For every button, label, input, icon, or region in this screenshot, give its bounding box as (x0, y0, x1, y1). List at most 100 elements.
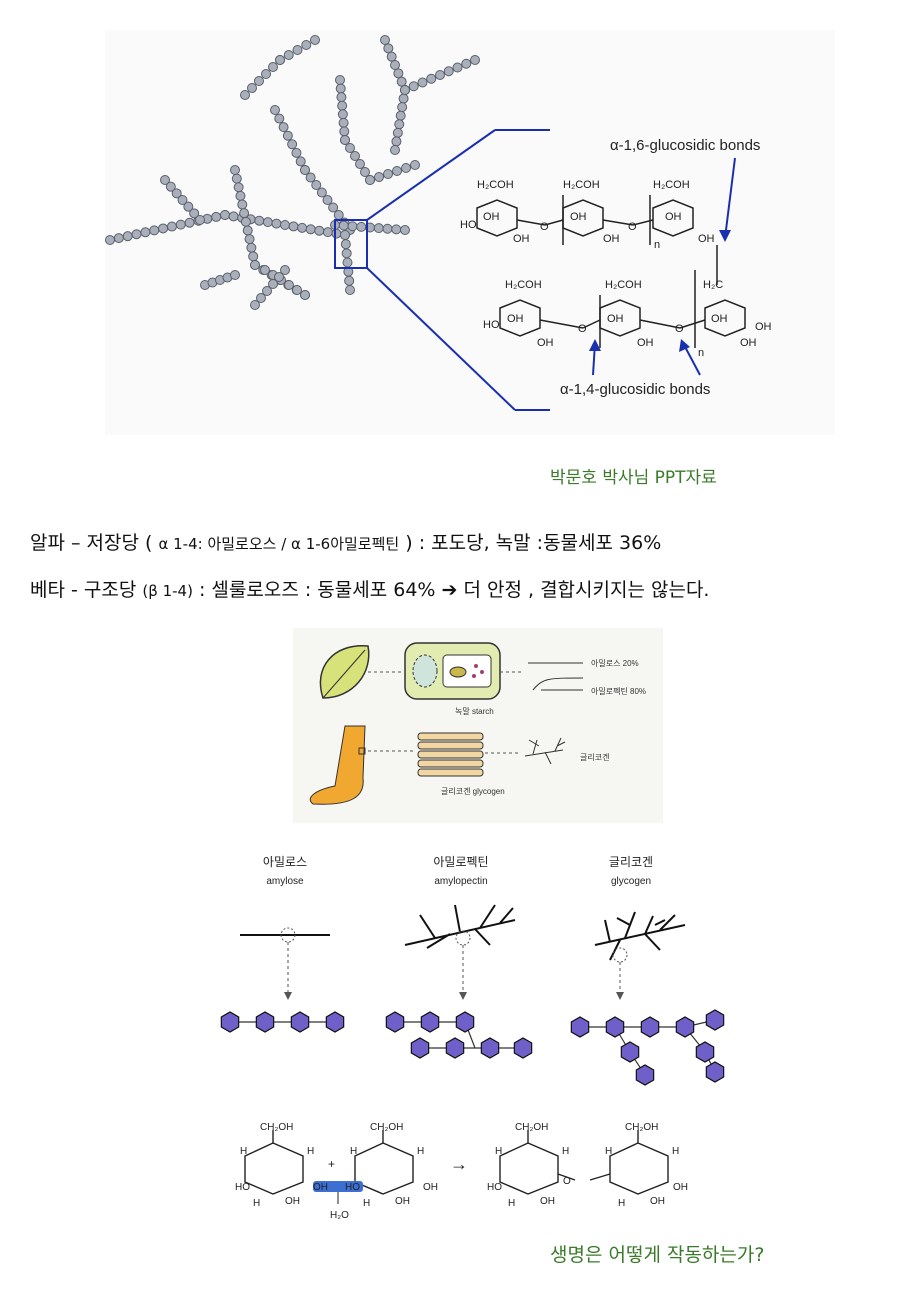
glucose-bead (283, 50, 294, 60)
glucose-bead (295, 156, 306, 167)
glucose-hexagon (570, 1016, 590, 1038)
glucose-hexagon-rows (220, 1009, 725, 1086)
glucose-bead (254, 76, 264, 86)
glucose-bead (231, 173, 242, 184)
glucose-hexagon (255, 1011, 275, 1033)
glucose-bead (297, 222, 308, 233)
h-label: H (672, 1146, 679, 1157)
footer-caption: 생명은 어떻게 작동하는가? (550, 1244, 765, 1266)
glucose-bead (410, 160, 420, 170)
glucose-hexagon (513, 1037, 533, 1059)
o-label: O (578, 323, 587, 335)
glucose-hexagon (620, 1041, 640, 1063)
glucose-bead (401, 163, 411, 173)
glucose-bead (322, 195, 333, 205)
glucose-bead (250, 300, 260, 310)
n-label: n (698, 347, 704, 359)
oh-label: OH (711, 313, 728, 325)
glucose-bead (300, 290, 310, 300)
leaf-icon (319, 645, 370, 699)
glucose-bead (246, 242, 257, 253)
glucose-bead (470, 55, 480, 65)
ho-label: HO (235, 1182, 250, 1193)
glucose-bead (235, 190, 246, 201)
glucose-bead (400, 225, 410, 235)
glucose-bead (240, 90, 250, 100)
h-label: H (307, 1146, 314, 1157)
glucose-bead (250, 260, 260, 270)
o-label: O (675, 323, 684, 335)
h-label: H (562, 1146, 569, 1157)
zoom-box (334, 219, 368, 269)
glucose-bead (322, 227, 333, 238)
polysaccharide-comparison-figure: 아밀로스 amylose 아밀로펙틴 amylopectin 글리코겐 glyc… (220, 855, 725, 1086)
glycogen-en: glycogen (611, 876, 651, 887)
glucose-bead (242, 225, 253, 236)
glucose-bead (254, 215, 265, 226)
oh-label: OH (395, 1196, 410, 1207)
glucose-hexagon (675, 1016, 695, 1038)
glucose-bead (287, 139, 298, 150)
oh-label: OH (313, 1182, 328, 1193)
glucose-bead (417, 77, 428, 88)
glucose-bead (314, 225, 325, 236)
glucose-bead (452, 62, 463, 73)
glucose-bead (393, 68, 404, 79)
glucose-bead (175, 219, 186, 230)
glucose-hexagon (455, 1011, 475, 1033)
glucose-bead (140, 227, 151, 238)
glucose-hexagon (410, 1037, 430, 1059)
glycogen-ko: 글리코겐 (609, 855, 653, 869)
glucose-bead (390, 145, 400, 155)
o-label: O (628, 221, 637, 233)
h2coh-label: H₂COH (653, 179, 690, 191)
glucose-bead (347, 221, 358, 232)
glucose-bead (301, 40, 312, 50)
glucose-bead (335, 75, 345, 85)
glucose-bead (292, 285, 302, 295)
ho-label: HO (460, 219, 477, 231)
oh-label: OH (740, 337, 757, 349)
alpha-bond-types: α 1-4: 아밀로오스 / α 1-6아밀로펙틴 (158, 535, 400, 553)
oh-label: OH (537, 337, 554, 349)
glucose-bead (228, 211, 239, 222)
h-label: H (618, 1198, 625, 1209)
glycogen-structure-figure: H₂COH H₂COH H₂COH HO OH OH O OH OH O n O… (105, 30, 835, 435)
glucose-hexagon (325, 1011, 345, 1033)
glucose-bead (165, 181, 176, 192)
ch2oh-label: CH₂OH (370, 1122, 403, 1133)
glucose-bead (268, 62, 278, 72)
glucose-bead (340, 239, 351, 250)
glucose-bead (331, 228, 342, 239)
amylose-en: amylose (266, 876, 304, 887)
oh-label: OH (607, 313, 624, 325)
amylopectin-ko: 아밀로펙틴 (433, 855, 488, 869)
plus-sign: + (328, 1157, 335, 1171)
condensation-reaction-figure: CH₂OH CH₂OH CH₂OH CH₂OH HO OH HO OH OH O… (235, 1122, 688, 1221)
glucose-bead (340, 230, 350, 240)
glucose-hexagon (695, 1041, 715, 1063)
amylose-percent: 아밀로스 20% (591, 658, 639, 668)
n-label: n (654, 239, 660, 251)
glucose-hexagon (385, 1011, 405, 1033)
oh-label: OH (673, 1182, 688, 1193)
glucose-bead (305, 224, 316, 235)
glucose-bead (395, 110, 406, 121)
reaction-arrow: → (450, 1154, 468, 1174)
glucose-bead (131, 229, 142, 240)
glucose-bead (391, 136, 402, 147)
glucose-bead (280, 220, 290, 230)
oh-label: OH (540, 1196, 555, 1207)
h-label: H (417, 1146, 424, 1157)
h-label: H (605, 1146, 612, 1157)
glucose-bead (355, 159, 365, 169)
glucose-bead (291, 147, 302, 158)
glucose-bead (345, 143, 355, 153)
glucose-bead (262, 217, 273, 228)
ho-label: HO (345, 1182, 360, 1193)
alpha-1-6-bonds-label: α-1,6-glucosidic bonds (610, 137, 760, 154)
glucose-bead (342, 257, 353, 268)
h2c-label: H₂C (703, 279, 723, 291)
oh-label: OH (483, 211, 500, 223)
oh-label: OH (755, 321, 772, 333)
